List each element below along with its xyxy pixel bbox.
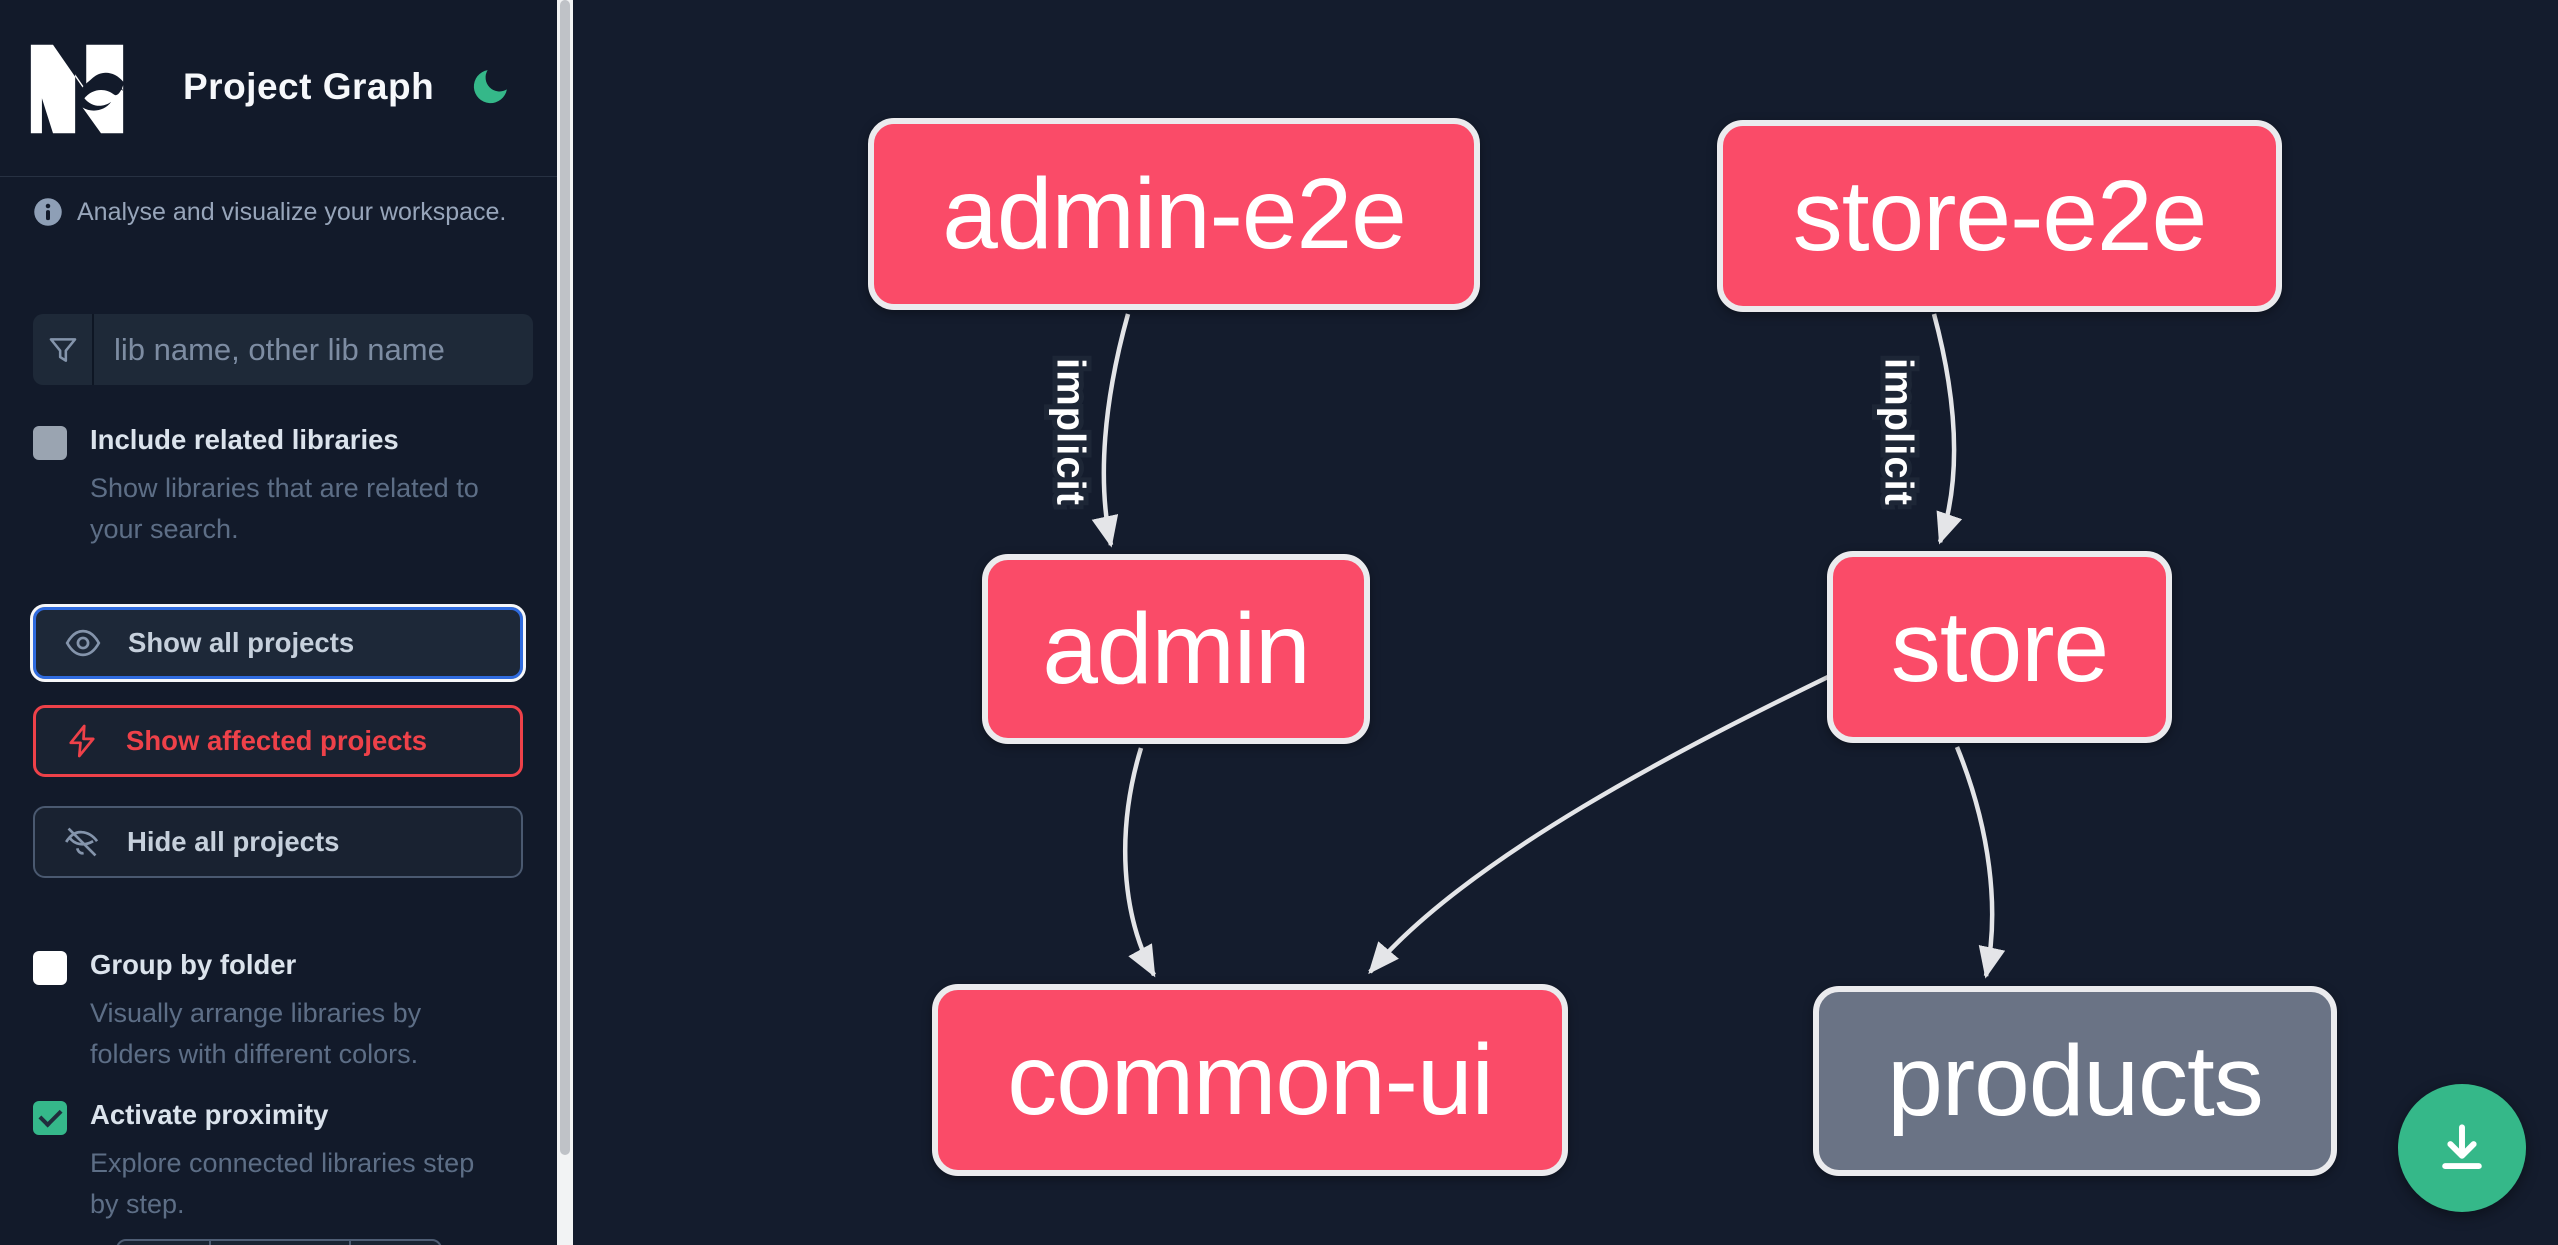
info-text: Analyse and visualize your workspace. — [77, 197, 507, 226]
segment-2[interactable] — [209, 1241, 348, 1245]
show-affected-projects-button[interactable]: Show affected projects — [33, 705, 523, 777]
filter-funnel-icon — [33, 314, 94, 385]
theme-toggle-moon-icon[interactable] — [468, 62, 516, 110]
group-by-folder-checkbox[interactable] — [33, 951, 67, 985]
include-related-checkbox[interactable] — [33, 426, 67, 460]
hide-all-projects-button[interactable]: Hide all projects — [33, 806, 523, 878]
sidebar-header: Project Graph — [0, 0, 557, 177]
show-all-projects-button[interactable]: Show all projects — [30, 604, 526, 682]
info-icon — [34, 198, 62, 226]
node-admin-e2e[interactable]: admin-e2e — [868, 118, 1480, 310]
toggle-description: Show libraries that are related to your … — [90, 473, 479, 544]
node-admin[interactable]: admin — [982, 554, 1370, 744]
search-box — [33, 314, 533, 385]
activate-proximity-checkbox[interactable] — [33, 1101, 67, 1135]
nx-logo-icon — [30, 44, 124, 134]
toggle-description: Visually arrange libraries by folders wi… — [90, 998, 422, 1069]
scrollbar-thumb[interactable] — [560, 0, 570, 1155]
toggle-label: Include related libraries — [90, 424, 399, 455]
segment-3[interactable] — [348, 1241, 440, 1245]
page-title: Project Graph — [183, 66, 435, 107]
button-label: Show affected projects — [126, 725, 428, 756]
node-products[interactable]: products — [1813, 986, 2337, 1176]
eye-icon — [65, 629, 101, 657]
sidebar-scrollbar[interactable] — [557, 0, 573, 1245]
eye-off-icon — [65, 827, 99, 857]
download-image-button[interactable] — [2398, 1084, 2526, 1212]
node-store-e2e[interactable]: store-e2e — [1717, 120, 2282, 312]
segmented-control-partial[interactable] — [116, 1239, 442, 1245]
toggle-label: Activate proximity — [90, 1099, 329, 1130]
toggle-label: Group by folder — [90, 949, 297, 980]
bolt-icon — [69, 724, 95, 758]
toggle-description: Explore connected libraries step by step… — [90, 1148, 475, 1219]
search-input[interactable] — [94, 314, 533, 385]
segment-1[interactable] — [118, 1241, 209, 1245]
button-label: Show all projects — [128, 627, 355, 658]
download-icon — [2442, 1124, 2482, 1170]
sidebar: Project Graph Analyse and visualize your… — [0, 0, 557, 1245]
node-common-ui[interactable]: common-ui — [932, 984, 1568, 1176]
button-label: Hide all projects — [127, 826, 340, 857]
node-store[interactable]: store — [1827, 551, 2172, 743]
workspace-info: Analyse and visualize your workspace. — [33, 197, 533, 227]
